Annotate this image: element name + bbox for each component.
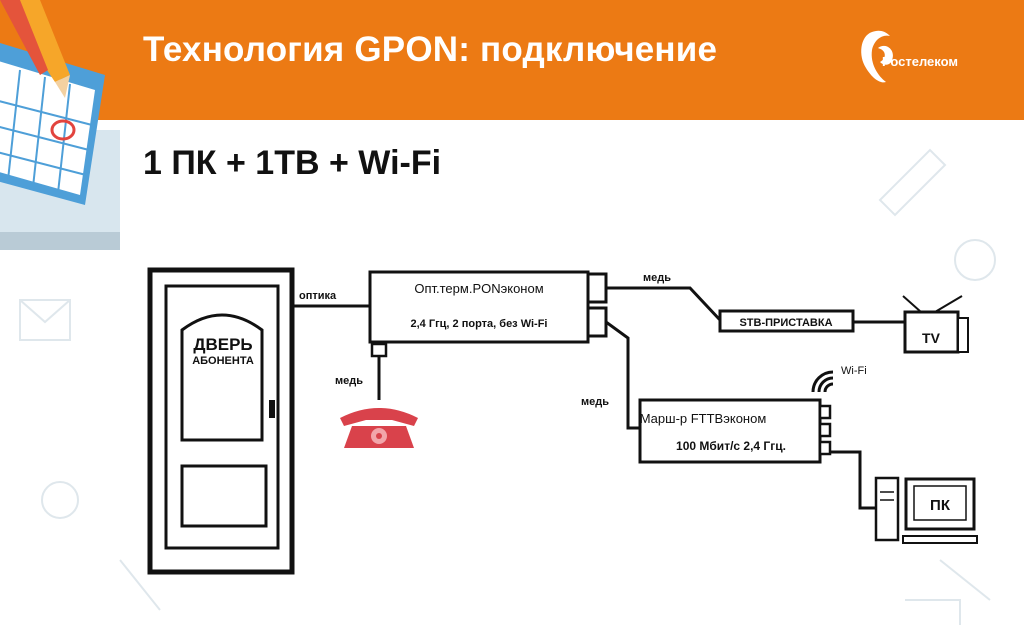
door-label-line1: ДВЕРЬ <box>193 335 252 354</box>
rostelecom-logo <box>861 30 893 83</box>
stb-box: STB-ПРИСТАВКА <box>718 309 855 333</box>
tv-label: TV <box>922 330 941 346</box>
terminal-line1: Опт.терм.PONэконом <box>414 281 543 296</box>
slide-subtitle: 1 ПК + 1ТВ + Wi-Fi <box>143 144 442 182</box>
subscriber-door: ДВЕРЬ АБОНЕНТА <box>147 267 295 575</box>
link-label-optics: оптика <box>299 290 337 302</box>
tv-icon: TV <box>902 295 969 354</box>
router-line1: Марш-р FTTBэконом <box>640 411 767 426</box>
router-box: Марш-р FTTBэконом 100 Мбит/с 2,4 Ггц. <box>638 398 832 464</box>
wifi-icon <box>811 370 834 393</box>
pc-icon: ПК <box>874 476 978 544</box>
link-label-copper-phone: медь <box>335 375 363 387</box>
page-title: Технология GPON: подключение <box>143 30 718 69</box>
calendar-icon <box>0 0 120 250</box>
logo-text: Ростелеком <box>882 54 958 69</box>
link-label-copper-router: медь <box>581 396 609 408</box>
wifi-label: Wi-Fi <box>841 365 867 377</box>
pc-label: ПК <box>930 497 951 514</box>
optical-terminal: Опт.терм.PONэконом 2,4 Ггц, 2 порта, без… <box>368 270 608 358</box>
link-copper-stb-line <box>606 286 722 322</box>
terminal-line2: 2,4 Ггц, 2 порта, без Wi-Fi <box>411 318 548 330</box>
stb-label: STB-ПРИСТАВКА <box>739 317 832 329</box>
door-label-line2: АБОНЕНТА <box>192 355 254 367</box>
link-label-copper-tv: медь <box>643 272 671 284</box>
header-bar <box>0 0 1024 120</box>
phone-icon <box>340 408 418 448</box>
router-line2: 100 Мбит/с 2,4 Ггц. <box>676 439 786 453</box>
